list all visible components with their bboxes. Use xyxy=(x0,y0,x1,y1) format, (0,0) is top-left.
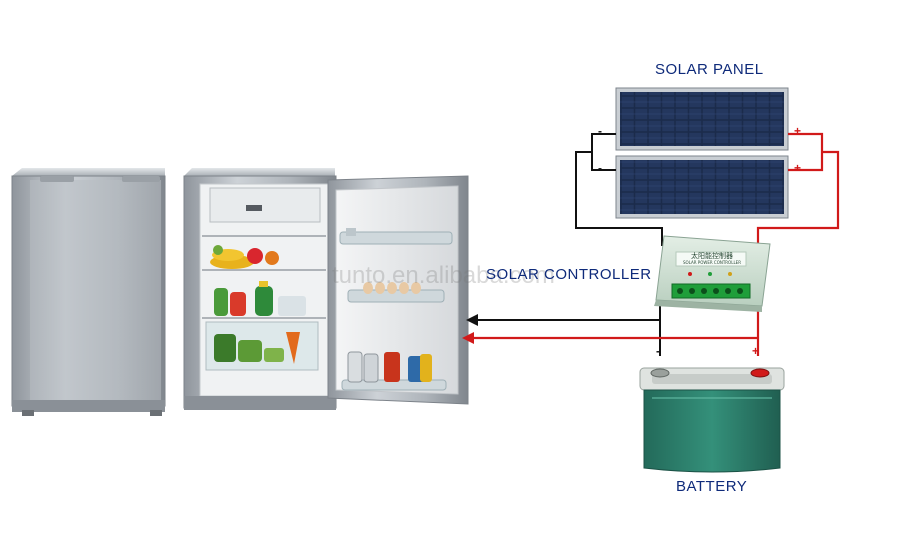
closed-refrigerator xyxy=(11,168,166,416)
controller-plate-cn: 太阳能控制器 xyxy=(691,252,733,260)
battery-positive-sign: + xyxy=(752,344,760,358)
arrow-negative-to-fridge xyxy=(466,314,478,326)
battery-label: BATTERY xyxy=(676,478,748,495)
fridge-handle-right xyxy=(122,176,160,182)
controller-terminals xyxy=(671,283,751,299)
eggs xyxy=(363,282,421,294)
fruit-bowl xyxy=(210,245,279,269)
open-fridge-door xyxy=(327,175,469,405)
watermark: tunto.en.alibaba.com xyxy=(332,262,555,289)
solar-panel-label: SOLAR PANEL xyxy=(655,61,764,78)
open-refrigerator xyxy=(183,168,337,410)
charge-controller-icon xyxy=(654,235,771,312)
negative-wiring xyxy=(476,133,663,356)
panel1-positive-sign: + xyxy=(794,124,802,138)
drink-cans xyxy=(347,351,432,383)
panel1-negative-sign: - xyxy=(598,124,602,138)
battery-positive-terminal xyxy=(750,368,770,378)
bottles xyxy=(214,281,306,316)
fridge-handle-left xyxy=(40,176,74,182)
controller-plate: 太阳能控制器 SOLAR POWER CONTROLLER xyxy=(678,252,746,266)
panel2-negative-sign: - xyxy=(598,161,602,175)
positive-wiring xyxy=(474,132,840,356)
solar-panel-icon xyxy=(615,87,789,219)
battery-icon xyxy=(639,367,785,473)
controller-plate-en: SOLAR POWER CONTROLLER xyxy=(683,260,741,265)
arrow-positive-to-fridge xyxy=(462,332,474,344)
vegetables xyxy=(214,332,300,364)
battery-negative-terminal xyxy=(650,368,670,378)
battery-negative-sign: - xyxy=(656,344,660,358)
panel2-positive-sign: + xyxy=(794,161,802,175)
solar-controller-label: SOLAR CONTROLLER xyxy=(486,266,652,283)
